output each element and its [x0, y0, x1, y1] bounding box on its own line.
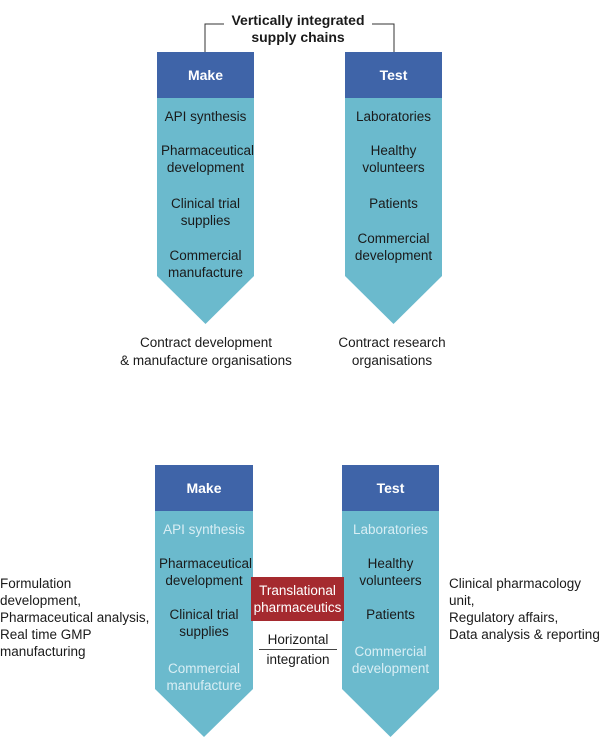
- bottom-test-column: Test Laboratories Healthy volunteers Pat…: [342, 465, 439, 737]
- translational-pharmaceutics-box: Translational pharmaceutics: [251, 577, 344, 621]
- left-note-line: Real time GMP: [0, 627, 92, 642]
- top-make-item: Pharmaceutical development: [161, 143, 255, 175]
- top-title-line1: Vertically integrated: [231, 12, 365, 28]
- top-test-header: Test: [379, 67, 408, 83]
- top-make-caption: Contract development & manufacture organ…: [112, 334, 300, 370]
- right-note-line: Data analysis & reporting: [449, 627, 600, 642]
- top-test-shape: [345, 52, 442, 324]
- top-title: Vertically integrated supply chains: [218, 12, 378, 46]
- left-note-line: Formulation development,: [0, 576, 82, 608]
- top-test-caption-line1: Contract research: [338, 335, 446, 350]
- bottom-test-item: Commercial development: [351, 644, 430, 676]
- bottom-test-item: Laboratories: [352, 522, 429, 537]
- top-make-item: Clinical trial supplies: [170, 196, 241, 228]
- top-make-item: API synthesis: [164, 109, 247, 124]
- left-note-line: Pharmaceutical analysis,: [0, 610, 150, 625]
- top-make-shape: [157, 52, 254, 324]
- bridge-line2: pharmaceutics: [253, 600, 342, 615]
- top-make-item: Commercial manufacture: [167, 248, 244, 280]
- top-test-item: Commercial development: [354, 231, 433, 263]
- top-title-bracket: [204, 23, 395, 52]
- bottom-make-item: Clinical trial supplies: [169, 607, 239, 639]
- bottom-test-item: Patients: [366, 607, 415, 622]
- top-test-column: Test Laboratories Healthy volunteers Pat…: [345, 52, 442, 324]
- horizontal-integration-label: Horizontal integration: [253, 631, 343, 668]
- top-make-column: Make API synthesis Pharmaceutical develo…: [157, 52, 254, 324]
- left-note: Formulation development, Pharmaceutical …: [0, 575, 152, 660]
- right-note: Clinical pharmacology unit, Regulatory a…: [449, 575, 600, 643]
- top-test-caption: Contract research organisations: [325, 334, 459, 370]
- bottom-make-column: Make API synthesis Pharmaceutical develo…: [155, 465, 253, 737]
- bridge-line1: Translational: [259, 583, 336, 598]
- top-test-caption-line2: organisations: [351, 353, 433, 368]
- top-make-caption-line2: & manufacture organisations: [120, 353, 292, 368]
- bottom-make-item: Commercial manufacture: [166, 661, 242, 693]
- bottom-make-item: API synthesis: [163, 522, 245, 537]
- bottom-test-item: Healthy volunteers: [359, 556, 422, 588]
- horizontal-line2: integration: [266, 652, 330, 667]
- bottom-make-shape: [155, 465, 253, 737]
- left-note-line: manufacturing: [0, 644, 86, 659]
- right-note-line: Regulatory affairs,: [449, 610, 559, 625]
- top-make-header: Make: [187, 67, 224, 83]
- bottom-make-header: Make: [186, 480, 222, 496]
- horizontal-divider: [259, 649, 337, 650]
- right-note-line: Clinical pharmacology unit,: [449, 576, 582, 608]
- bottom-make-item: Pharmaceutical development: [159, 556, 253, 588]
- top-test-item: Patients: [369, 196, 418, 211]
- horizontal-line1: Horizontal: [267, 632, 329, 647]
- bottom-test-shape: [342, 465, 439, 737]
- top-make-caption-line1: Contract development: [139, 335, 273, 350]
- top-test-item: Healthy volunteers: [362, 143, 425, 175]
- top-title-line2: supply chains: [251, 29, 345, 45]
- bottom-test-header: Test: [376, 480, 405, 496]
- top-test-item: Laboratories: [355, 109, 432, 124]
